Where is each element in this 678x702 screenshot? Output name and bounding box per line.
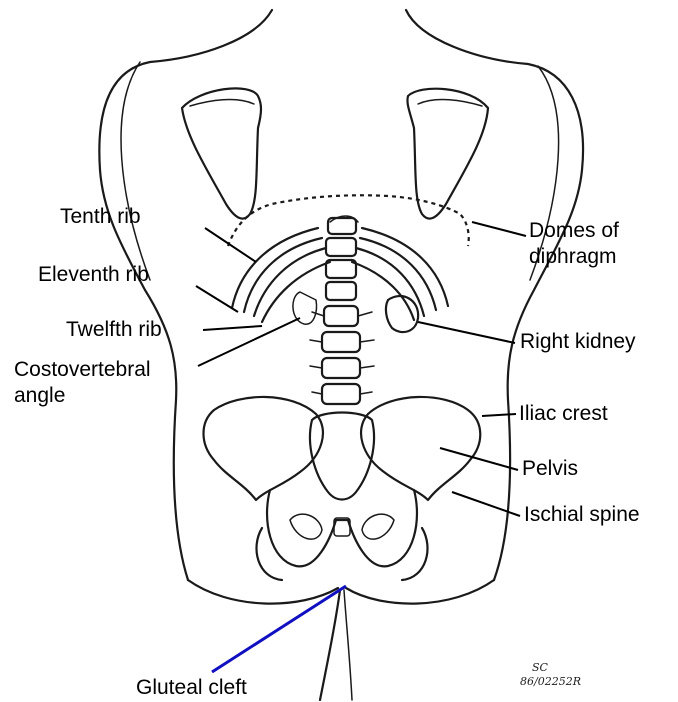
- label-domes-line1: Domes of: [529, 219, 619, 243]
- label-gluteal-cleft: Gluteal cleft: [136, 676, 247, 700]
- leader-domes-of-diaphragm: [472, 222, 526, 236]
- label-iliac-crest: Iliac crest: [519, 402, 608, 426]
- vertebral-column: [310, 218, 374, 404]
- label-ischial-spine: Ischial spine: [524, 503, 640, 527]
- label-costovertebral-line2: angle: [14, 384, 65, 408]
- label-eleventh-rib: Eleventh rib: [38, 263, 149, 287]
- leader-eleventh-rib: [196, 286, 238, 312]
- body-outline: [99, 10, 583, 580]
- label-costovertebral-line1: Costovertebral: [14, 358, 151, 382]
- leader-iliac-crest: [482, 414, 516, 416]
- leader-tenth-rib: [205, 228, 256, 262]
- label-pelvis: Pelvis: [522, 457, 578, 481]
- artist-signature-line2: 86/02252R: [520, 676, 581, 688]
- leader-right-kidney: [418, 322, 515, 343]
- label-tenth-rib: Tenth rib: [60, 205, 141, 229]
- leader-costovertebral-angle: [198, 318, 300, 366]
- label-twelfth-rib: Twelfth rib: [66, 318, 162, 342]
- leader-twelfth-rib: [203, 326, 262, 330]
- pelvis-bones: [204, 397, 481, 580]
- artist-signature-line1: SC: [532, 662, 548, 674]
- leader-lines: [196, 222, 526, 672]
- label-domes-line2: diphragm: [529, 245, 617, 269]
- label-right-kidney: Right kidney: [520, 330, 636, 354]
- leader-pelvis: [440, 448, 518, 470]
- scapulae: [182, 88, 488, 218]
